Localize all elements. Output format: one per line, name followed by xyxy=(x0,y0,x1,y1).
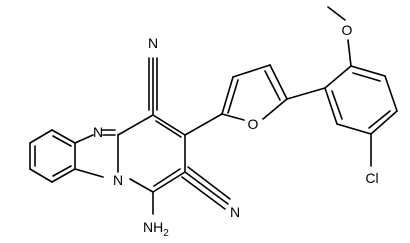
bond xyxy=(262,98,288,120)
bond xyxy=(221,76,234,115)
bond xyxy=(187,166,231,200)
bond xyxy=(324,65,352,89)
furan-oxygen-label: O xyxy=(248,116,259,132)
bond xyxy=(269,64,288,100)
bond xyxy=(51,129,76,144)
bond xyxy=(370,110,398,135)
chlorine-label: Cl xyxy=(365,170,378,186)
bond xyxy=(368,110,391,129)
bond xyxy=(52,135,72,147)
bond xyxy=(52,165,72,177)
bond xyxy=(324,87,338,125)
bond xyxy=(74,134,94,144)
amine-nh-text: NH xyxy=(143,219,163,235)
bond xyxy=(29,129,53,144)
bond xyxy=(264,70,281,101)
bond xyxy=(129,178,154,193)
bond xyxy=(327,6,346,21)
methoxy-oxygen-label: O xyxy=(342,22,353,38)
bond xyxy=(227,79,239,114)
bond xyxy=(347,39,352,67)
bond xyxy=(232,64,271,78)
bond xyxy=(350,65,386,77)
bond xyxy=(152,114,186,136)
bond xyxy=(181,176,226,210)
bond xyxy=(184,113,223,136)
bond xyxy=(74,168,104,178)
bond xyxy=(153,168,181,187)
amine-label: NH2 xyxy=(143,219,169,239)
atom-labels: N N N N NH2 O O Cl xyxy=(93,22,379,239)
bond xyxy=(352,72,381,82)
bond xyxy=(286,87,326,100)
bottom-nitrile-nitrogen-label: N xyxy=(230,204,240,220)
bond xyxy=(152,171,186,193)
imine-nitrogen-label: N xyxy=(93,124,103,140)
bond xyxy=(184,171,229,205)
bond xyxy=(29,168,53,183)
amine-subscript: 2 xyxy=(163,228,169,239)
bond xyxy=(221,113,245,121)
bond xyxy=(155,120,182,138)
bridgehead-nitrogen-label: N xyxy=(113,172,123,188)
bond xyxy=(336,123,372,135)
bond xyxy=(51,168,76,183)
bond xyxy=(331,90,343,120)
bond-set xyxy=(29,6,398,215)
bond xyxy=(117,114,154,136)
bond xyxy=(384,75,398,112)
top-nitrile-nitrogen-label: N xyxy=(148,35,158,51)
